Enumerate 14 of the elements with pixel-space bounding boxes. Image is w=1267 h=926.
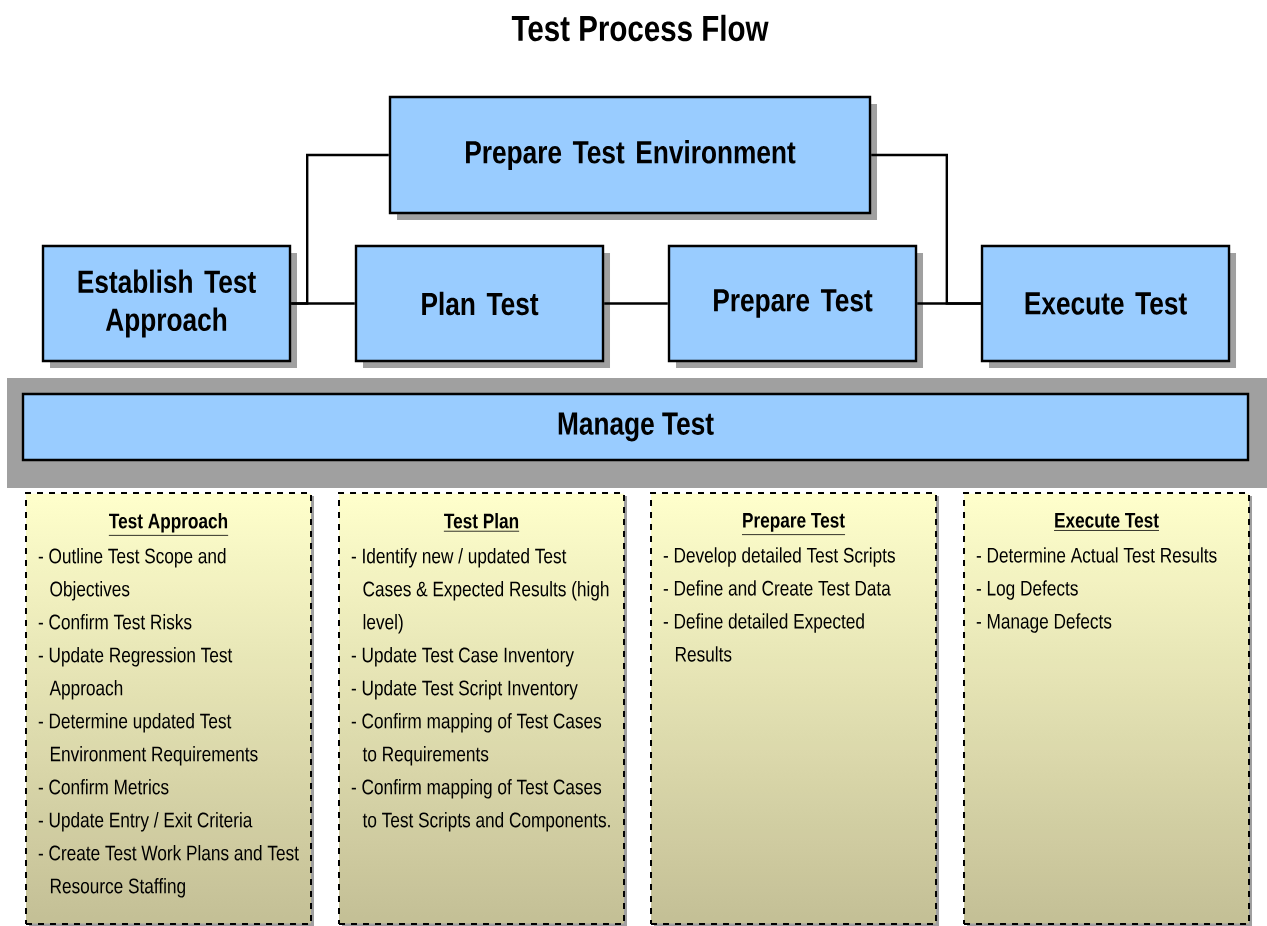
management-bar: Manage Test (21, 392, 1250, 462)
process-box: Prepare Test Environment (388, 95, 877, 220)
process-box: Prepare Test (667, 244, 923, 368)
connector-line (604, 302, 668, 305)
connector-line (291, 153, 389, 305)
activity-card: Test Approach - Outline Test Scope and Objectives - Confirm Test Risks - Update Regression Test Approach - Determine updated Test Environment Requirements - Confirm Metrics - Update Entry / Exit Criteria - Create Test Work Plans and Test Resource Staffing (25, 492, 314, 926)
process-box: Establish Test Approach (41, 244, 297, 368)
activity-card: Prepare Test - Develop detailed Test Scripts - Define and Create Test Data - Define detailed Expected Results (650, 492, 939, 926)
process-box: Execute Test (980, 244, 1236, 368)
activity-card: Test Plan - Identify new / updated Test Cases & Expected Results (high level) - Update Test Case Inventory - Update Test Script Inventory - Confirm mapping of Test Cases to Requirements - Confirm mapping of Test Cases to Test Scripts and Components. (338, 492, 627, 926)
title: Test Process Flow (511, 14, 769, 42)
process-box: Plan Test (354, 244, 610, 368)
connector-line (871, 153, 981, 305)
activity-card: Execute Test - Determine Actual Test Results - Log Defects - Manage Defects (963, 492, 1252, 926)
